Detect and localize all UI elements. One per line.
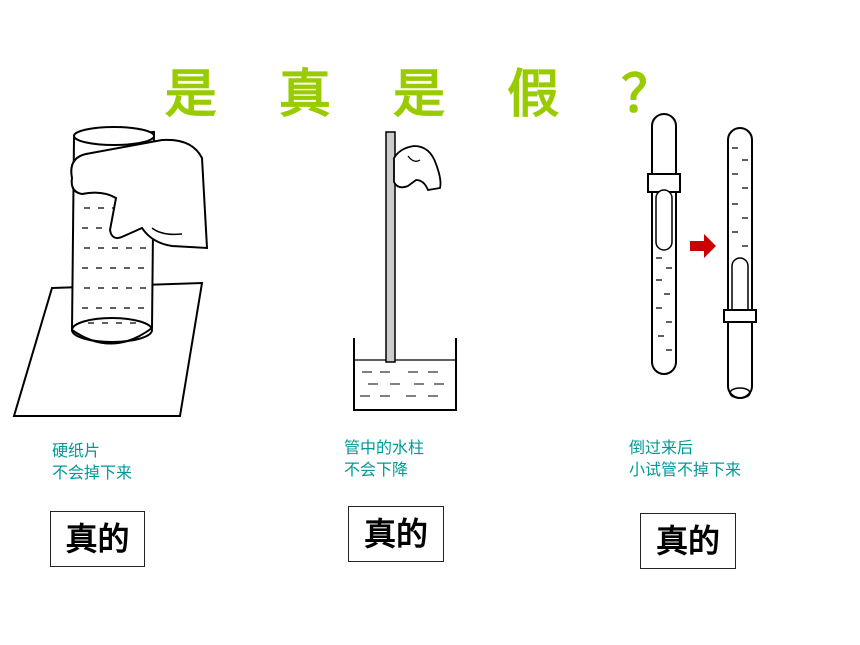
test-tubes-illustration (647, 113, 757, 399)
straw-in-water-illustration (353, 131, 457, 411)
caption-1: 硬纸片 不会掉下来 (52, 440, 132, 484)
verdict-box-2: 真的 (348, 506, 444, 562)
caption-2-line-2: 不会下降 (344, 460, 409, 479)
page-title: 是 真 是 假 ？ (164, 65, 696, 125)
caption-2: 管中的水柱 不会下降 (344, 437, 424, 481)
caption-2-line-1: 管中的水柱 (344, 438, 425, 457)
caption-1-line-1: 硬纸片 (52, 441, 101, 460)
caption-1-line-2: 不会掉下来 (52, 463, 133, 482)
caption-3: 倒过来后 小试管不掉下来 (629, 437, 741, 481)
verdict-box-3: 真的 (640, 513, 736, 569)
caption-3-line-1: 倒过来后 (629, 438, 694, 457)
inverted-cup-on-card-illustration (12, 126, 209, 417)
right-arrow-icon (690, 234, 716, 258)
verdict-box-1: 真的 (50, 511, 145, 567)
caption-3-line-2: 小试管不掉下来 (629, 460, 742, 479)
